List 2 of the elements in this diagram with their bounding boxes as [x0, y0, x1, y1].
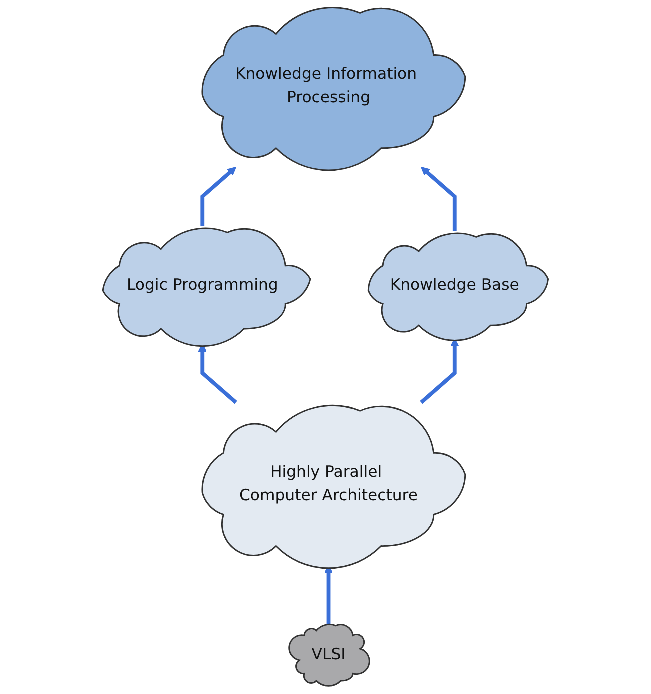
arrow — [200, 166, 236, 226]
arrow — [420, 166, 457, 232]
